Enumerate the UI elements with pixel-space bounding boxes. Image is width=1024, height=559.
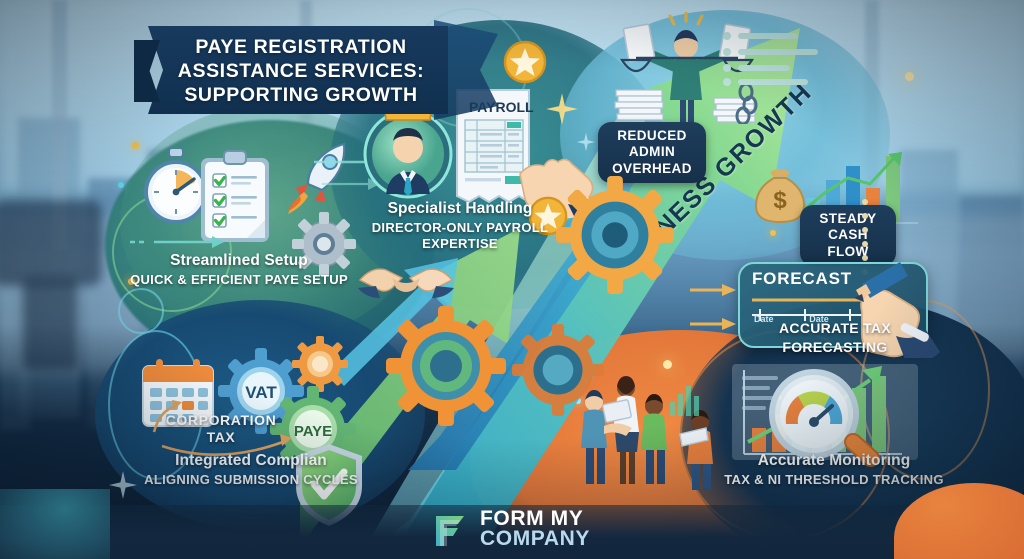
logo-line-1: FORM MY	[480, 506, 584, 530]
title-line-2: ASSISTANCE SERVICES:	[177, 60, 425, 83]
title-line-3: SUPPORTING GROWTH	[184, 84, 418, 107]
ribbon-tail-left	[134, 40, 160, 102]
brand-logo[interactable]: FORM MY COMPANY	[428, 506, 590, 550]
form-my-company-logo-icon	[436, 516, 464, 546]
title-line-1: PAYE REGISTRATION	[195, 36, 407, 58]
logo-line-2: COMPANY	[480, 527, 590, 550]
title-ribbon: PAYE REGISTRATION ASSISTANCE SERVICES: S…	[134, 20, 498, 120]
page-title: PAYE REGISTRATION ASSISTANCE SERVICES: S…	[148, 26, 448, 108]
ribbon-body: PAYE REGISTRATION ASSISTANCE SERVICES: S…	[148, 26, 448, 114]
corner-accent-teal	[0, 489, 110, 559]
footer-bar	[0, 505, 1024, 559]
